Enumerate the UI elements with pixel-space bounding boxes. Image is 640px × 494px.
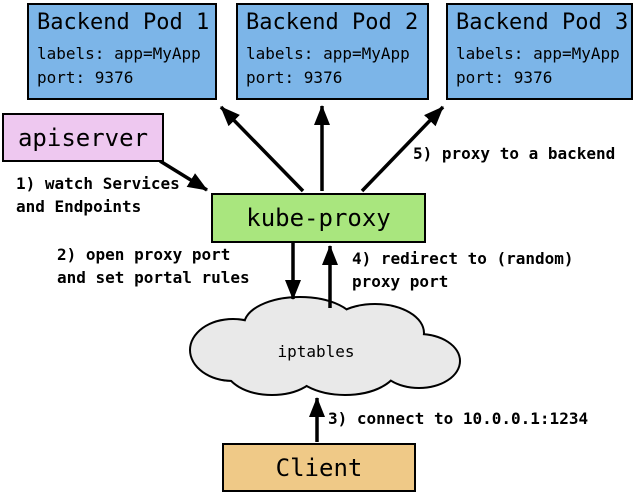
pod-labels-line: labels: app=MyApp xyxy=(246,44,410,63)
pod-title: Backend Pod 3 xyxy=(456,10,629,35)
pod-title: Backend Pod 2 xyxy=(246,10,419,35)
pod-title: Backend Pod 1 xyxy=(37,10,210,35)
step-4-line-1: 4) redirect to (random) xyxy=(352,249,574,268)
step-5-label: 5) proxy to a backend xyxy=(413,144,616,163)
apiserver-label: apiserver xyxy=(17,123,149,152)
backend-pod-1-box: Backend Pod 1 labels: app=MyApp port: 93… xyxy=(27,3,217,100)
arrow-kube-proxy-to-pod3 xyxy=(360,105,445,193)
step-2-line-1: 2) open proxy port xyxy=(57,245,231,264)
iptables-label: iptables xyxy=(277,342,355,361)
step-1-line-2: and Endpoints xyxy=(16,197,142,216)
step-4-label: 4) redirect to (random) proxy port xyxy=(352,247,574,293)
step-4-line-2: proxy port xyxy=(352,272,449,291)
client-box: Client xyxy=(222,443,416,492)
pod-port-line: port: 9376 xyxy=(37,68,134,87)
backend-pod-2-box: Backend Pod 2 labels: app=MyApp port: 93… xyxy=(236,3,429,100)
step-1-label: 1) watch Services and Endpoints xyxy=(16,172,180,218)
step-3-label: 3) connect to 10.0.0.1:1234 xyxy=(328,409,589,428)
apiserver-box: apiserver xyxy=(2,113,164,162)
pod-port-line: port: 9376 xyxy=(456,68,553,87)
step-2-line-2: and set portal rules xyxy=(57,268,250,287)
arrow-kube-proxy-to-pod1 xyxy=(219,105,305,193)
pod-port-line: port: 9376 xyxy=(246,68,343,87)
step-1-line-1: 1) watch Services xyxy=(16,174,180,193)
kube-proxy-box: kube-proxy xyxy=(211,193,426,243)
step-2-label: 2) open proxy port and set portal rules xyxy=(57,243,250,289)
client-label: Client xyxy=(275,453,363,482)
pod-labels-line: labels: app=MyApp xyxy=(37,44,201,63)
kube-proxy-label: kube-proxy xyxy=(246,204,391,232)
pod-labels-line: labels: app=MyApp xyxy=(456,44,620,63)
iptables-cloud-fill xyxy=(191,298,459,394)
arrow-apiserver-to-kube-proxy xyxy=(159,159,208,192)
backend-pod-3-box: Backend Pod 3 labels: app=MyApp port: 93… xyxy=(446,3,633,100)
